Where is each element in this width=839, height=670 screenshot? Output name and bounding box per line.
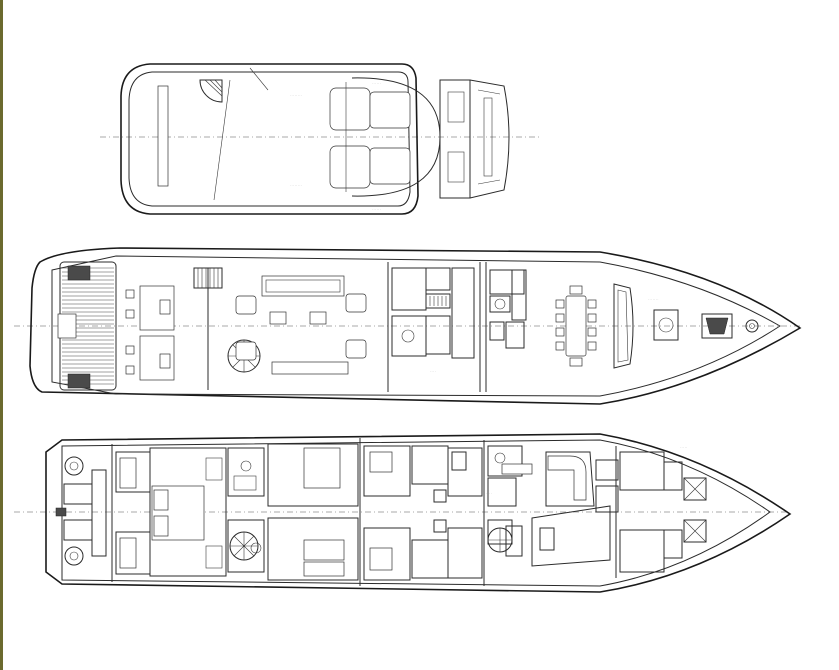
swim-platform-teak [57, 261, 117, 391]
guest-cabins [363, 445, 483, 581]
foredeck-equipment [653, 309, 759, 341]
svg-text:· · · ·: · · · · [430, 370, 436, 373]
galley-block [391, 267, 475, 359]
lower-hull-outline [45, 433, 792, 593]
master-heads [227, 447, 265, 573]
crew-quarters-forward [487, 445, 533, 557]
dining-table [555, 285, 597, 367]
svg-text:· · · · · ·: · · · · · · [372, 208, 381, 211]
crew-lounge [531, 451, 619, 567]
main-stair-up [193, 267, 223, 289]
svg-text:· · · · · · · ·: · · · · · · · · [290, 184, 302, 187]
svg-text:· · · ·: · · · · [486, 492, 492, 495]
crew-cabins [115, 451, 151, 575]
forward-crew-cabins [615, 446, 707, 578]
upper-hardtop-outline [120, 63, 419, 215]
aft-deck-seating [125, 285, 175, 381]
vip-cabins [267, 443, 359, 581]
galley [489, 269, 527, 349]
main-deck: · · · · · · · · · · · [14, 247, 802, 405]
helm-seating [329, 77, 441, 197]
svg-text:· · · · · · · ·: · · · · · · · · [290, 94, 302, 97]
master-stateroom [149, 447, 227, 577]
aft-bench [157, 85, 169, 187]
upper-deck: · · · · · · · · · · · · · · · · · · · · … [100, 63, 540, 215]
salon-furniture [235, 275, 367, 375]
svg-text:· · · · · · ·: · · · · · · · [648, 298, 659, 301]
lower-deck: · · · · · · · · · [14, 433, 792, 593]
svg-text:· · · · · ·: · · · · · · [372, 82, 381, 85]
svg-text:· · · · ·: · · · · · [680, 446, 687, 449]
lower-spiral-stair [229, 531, 259, 561]
main-hull-outline [29, 247, 802, 405]
engine-room [55, 456, 107, 566]
edge-strip [0, 0, 3, 670]
upper-console [439, 79, 510, 199]
upper-spiral-stair [199, 79, 223, 103]
